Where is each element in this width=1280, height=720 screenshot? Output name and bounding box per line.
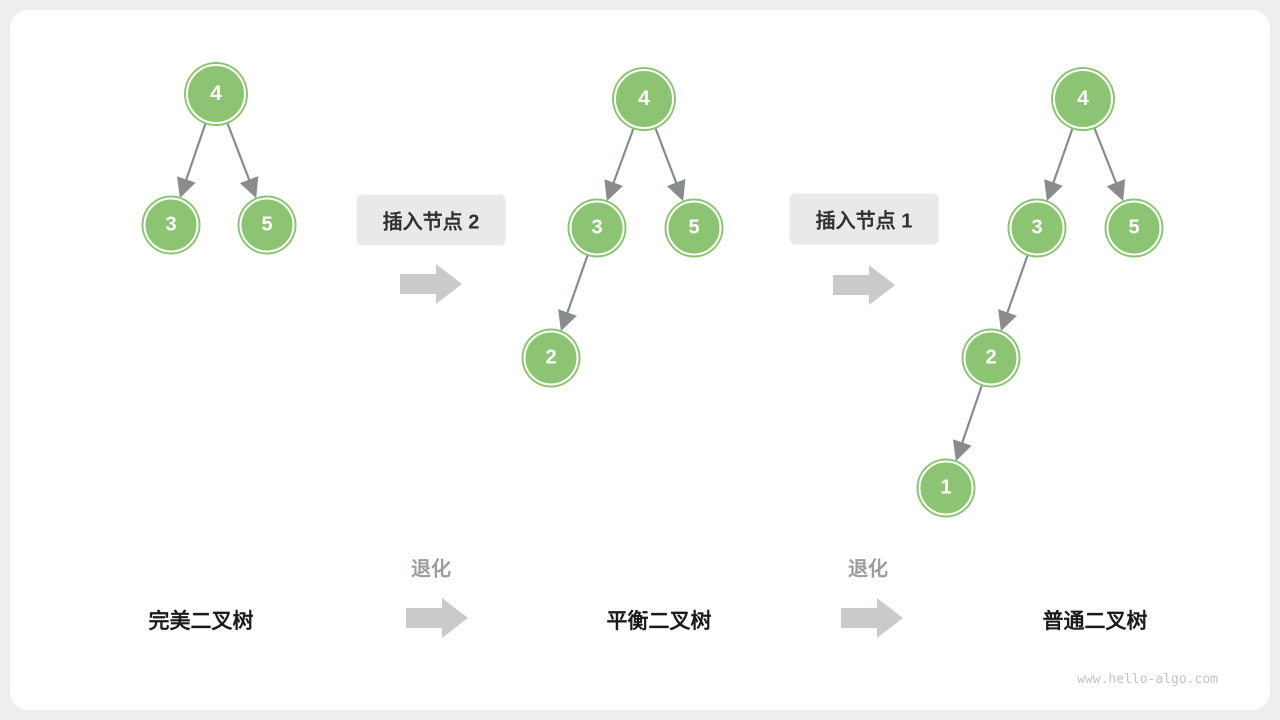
edge-4-5 [653, 126, 686, 202]
tree-node: 3 [143, 197, 199, 253]
edge-3-2 [558, 253, 590, 332]
edge-4-3 [176, 121, 208, 199]
tree-node: 5 [239, 197, 295, 253]
edge-2-1 [952, 384, 984, 462]
degrade-label: 退化 [848, 558, 888, 581]
tree-node: 2 [523, 330, 579, 386]
block-arrow-icon [406, 598, 468, 638]
block-arrow-icon [841, 598, 903, 638]
tree-node: 4 [186, 64, 246, 124]
tree-node: 2 [963, 330, 1019, 386]
edge-4-5 [225, 121, 259, 199]
block-arrow-icon [833, 265, 895, 305]
tree-node: 1 [918, 460, 974, 516]
block-arrow-icon [400, 264, 462, 304]
tree-label-perfect: 完美二叉树 [148, 610, 254, 633]
degrade-label: 退化 [411, 558, 451, 581]
tree-node: 4 [614, 69, 674, 129]
tree-node: 5 [1106, 200, 1162, 256]
tree-label-balanced: 平衡二叉树 [606, 610, 712, 633]
edge-4-3 [1044, 126, 1075, 202]
tree-edges [176, 121, 1126, 462]
tree-node: 3 [1009, 200, 1065, 256]
insert-node-2-badge: 插入节点 2 [356, 194, 506, 246]
tree-node: 3 [569, 200, 625, 256]
tree-node: 4 [1053, 69, 1113, 129]
watermark: www.hello-algo.com [1077, 672, 1218, 687]
insert-node-1-badge: 插入节点 1 [789, 193, 939, 245]
edge-3-2 [998, 253, 1030, 332]
tree-node: 5 [666, 200, 722, 256]
edge-4-5 [1092, 126, 1126, 202]
edge-4-3 [604, 126, 636, 202]
tree-label-ordinary: 普通二叉树 [1042, 610, 1148, 633]
